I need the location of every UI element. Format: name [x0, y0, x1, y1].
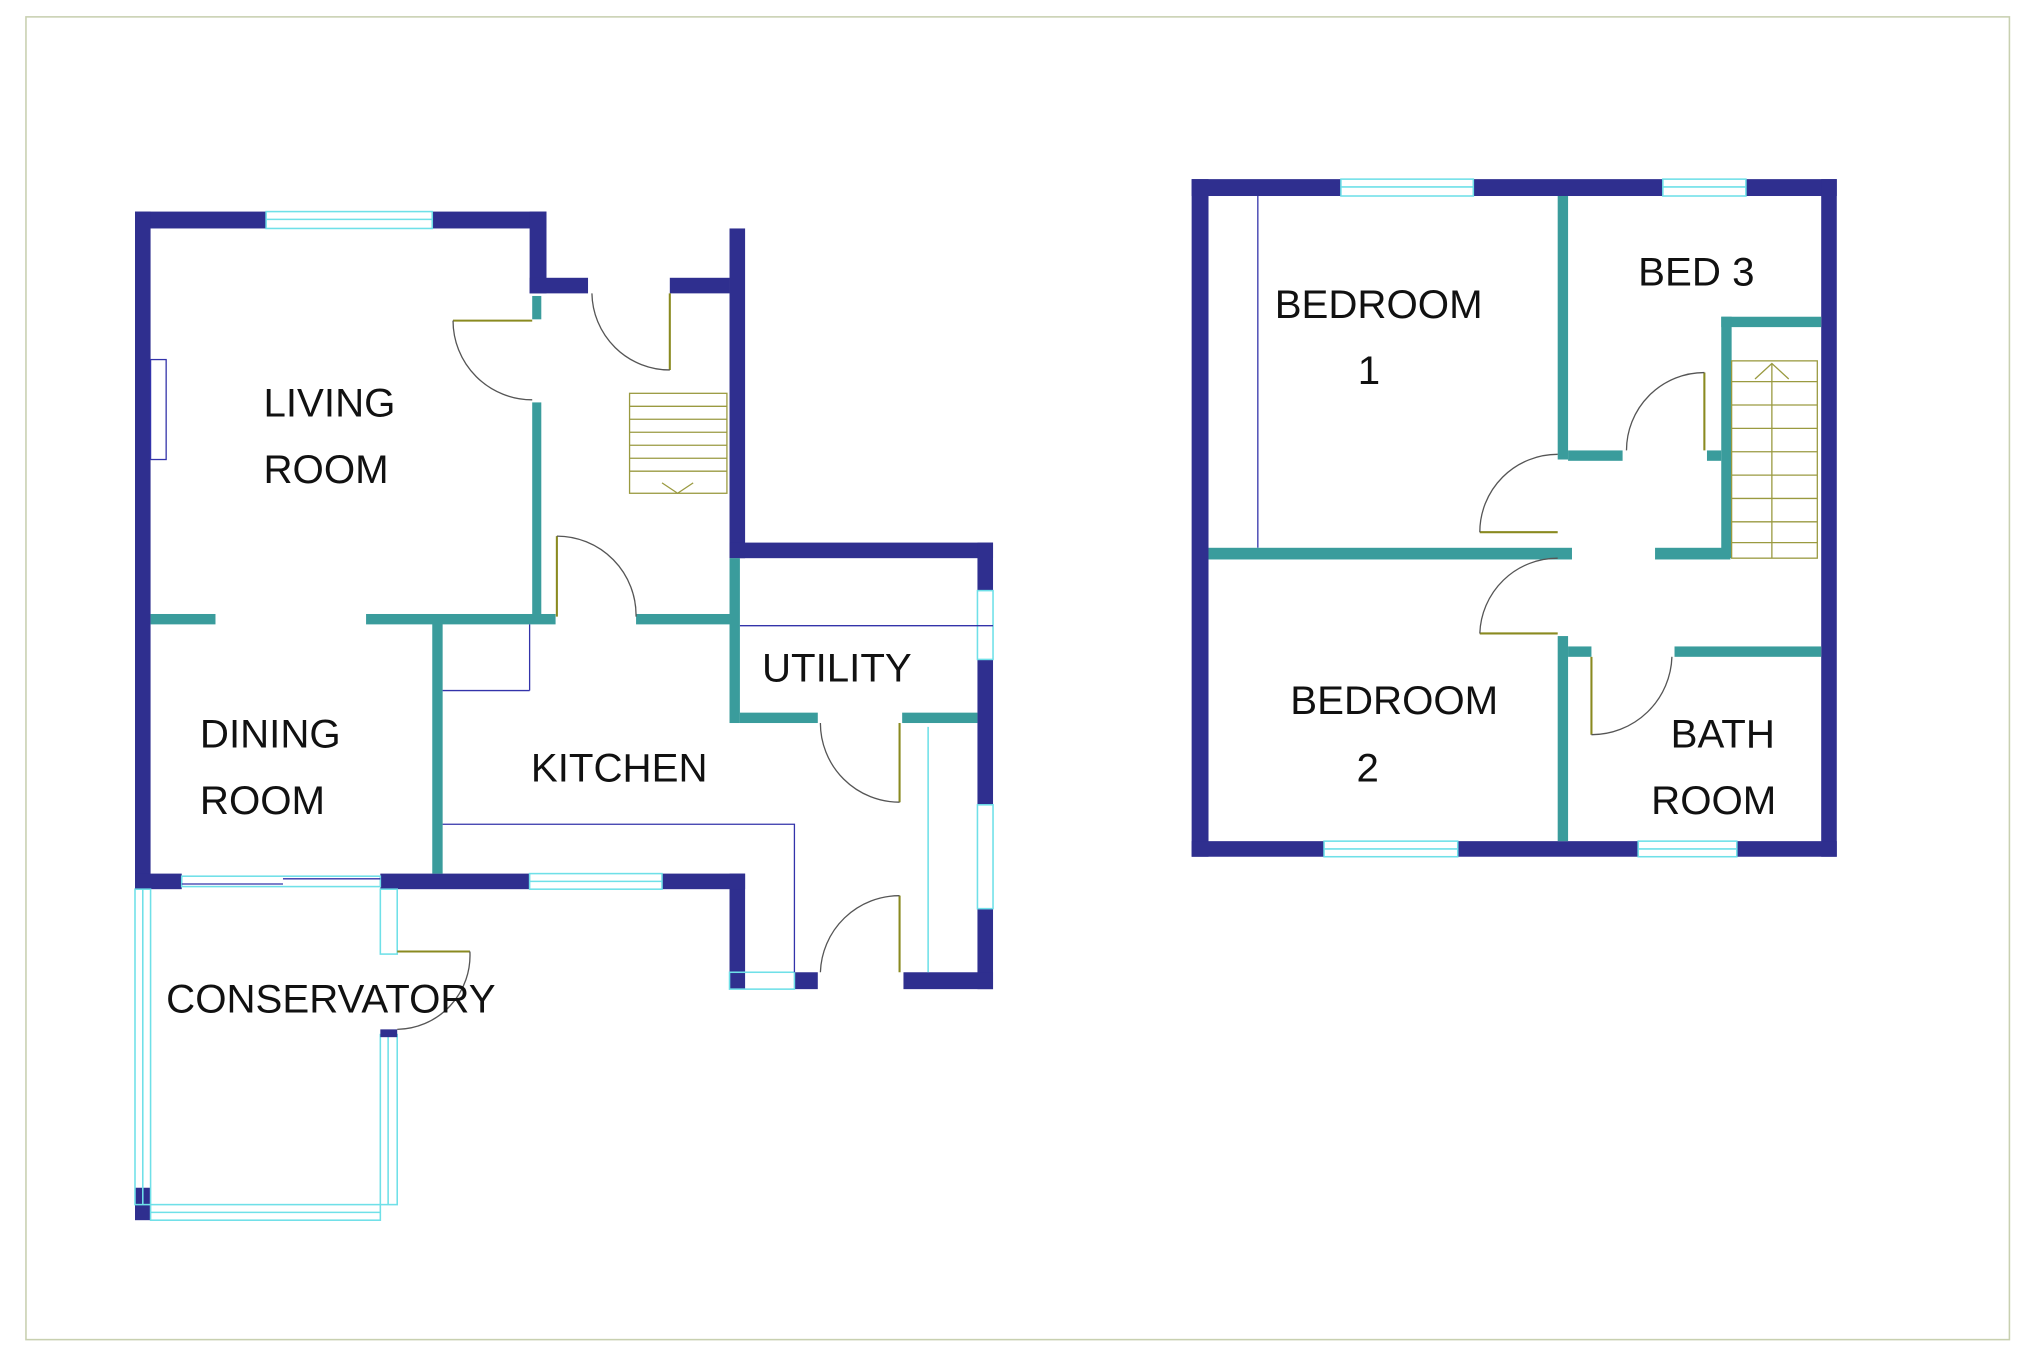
room-label-kitchen: KITCHEN [531, 745, 708, 790]
room-label-bathroom: ROOM [1651, 778, 1776, 823]
windows [134, 210, 994, 1221]
doors [397, 293, 901, 1031]
room-label-utility: UTILITY [762, 645, 912, 690]
inner-walls [150, 295, 994, 973]
first-floor: BEDROOM 1 BED 3 BEDROOM 2 BATH ROOM [1191, 178, 1837, 858]
room-label-bedroom1: 1 [1358, 348, 1380, 393]
inner-walls [1208, 196, 1822, 842]
room-label-bedroom2: 2 [1356, 745, 1378, 790]
room-label-living: LIVING [264, 381, 396, 426]
room-label-dining: ROOM [200, 778, 325, 823]
windows [1257, 178, 1747, 858]
staircase-ground [628, 392, 728, 495]
doors [1479, 371, 1706, 736]
ground-floor: LIVING ROOM DINING ROOM KITCHEN UTILITY … [134, 210, 994, 1221]
outer-walls [1191, 179, 1837, 857]
room-label-dining: DINING [200, 712, 341, 757]
page-border [25, 16, 2011, 1341]
room-label-bedroom2: BEDROOM [1290, 678, 1498, 723]
room-label-living: ROOM [264, 447, 389, 492]
room-label-bedroom1: BEDROOM [1275, 282, 1483, 327]
room-label-conservatory: CONSERVATORY [166, 977, 495, 1022]
room-label-bed3: BED 3 [1638, 250, 1754, 295]
outer-walls [135, 211, 994, 1221]
room-label-bathroom: BATH [1671, 712, 1775, 757]
staircase-first [1730, 360, 1818, 559]
